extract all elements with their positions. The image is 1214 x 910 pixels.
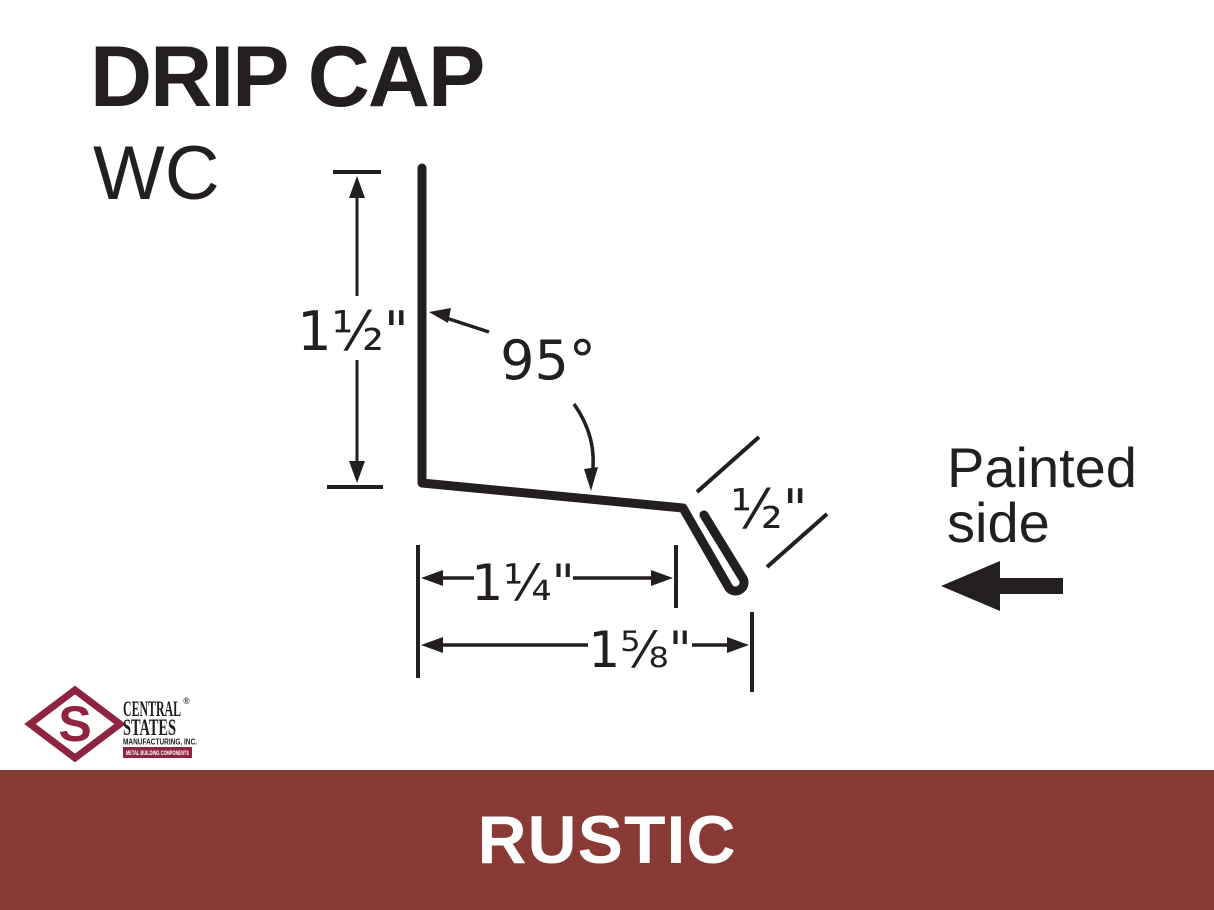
overall-dim-arrow-left-icon (421, 637, 443, 653)
painted-side-arrow-icon (941, 561, 1063, 611)
angle-callout (429, 308, 598, 491)
vertical-dim-label: 1½" (297, 300, 409, 363)
page-title: DRIP CAP (90, 29, 485, 125)
angle-label: 95° (500, 329, 596, 392)
painted-side-label-line2: side (947, 491, 1050, 554)
logo-subtitle: MANUFACTURING, INC. (123, 737, 197, 747)
painted-side-label-line1: Painted (947, 436, 1137, 499)
logo-monogram: S (58, 696, 91, 752)
finish-banner: RUSTIC (0, 770, 1214, 910)
arrow-up-icon (349, 176, 365, 198)
horizontal-dimensions (416, 545, 754, 692)
logo-name-line2: STATES (123, 715, 176, 740)
logo-tagline: METAL BUILDING COMPONENTS (126, 751, 189, 757)
finish-name: RUSTIC (477, 802, 737, 878)
profile-outline (417, 163, 749, 596)
logo-registered-icon: ® (183, 696, 190, 706)
hem-dimension (695, 435, 829, 569)
overall-dim-arrow-right-icon (727, 637, 749, 653)
vertical-dimension (327, 170, 383, 489)
leg-dim-arrow-left-icon (421, 570, 443, 586)
profile-code: WC (93, 131, 220, 216)
logo-diamond-icon (24, 685, 126, 762)
logo-tagline-bar (123, 747, 192, 758)
logo-name-line1: CENTRAL (123, 696, 181, 721)
leg-dim-arrow-right-icon (651, 570, 673, 586)
hem-witness-lower (765, 512, 829, 569)
hem-dim-label: ½" (730, 478, 807, 541)
company-logo: S CENTRAL ® STATES MANUFACTURING, INC. M… (24, 685, 197, 762)
angle-arc-arrowhead-icon (584, 467, 598, 491)
hem-witness-upper (695, 435, 761, 494)
angle-arc-arrow (572, 402, 595, 477)
overall-dim-label: 1⅝" (588, 621, 691, 679)
arrow-down-icon (349, 461, 365, 483)
angle-leader-arrow-icon (429, 308, 451, 323)
profile-diagram: 1½" 95° ½" 1¼" (297, 163, 1137, 692)
leg-dim-label: 1¼" (471, 554, 574, 612)
